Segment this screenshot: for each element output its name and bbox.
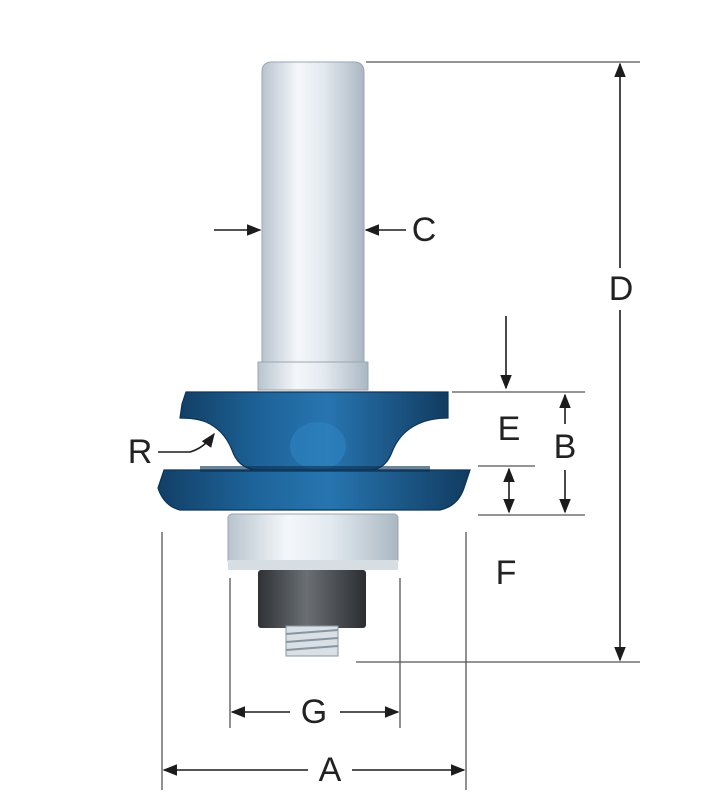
dim-r-leader (158, 432, 215, 453)
label-c: C (412, 211, 437, 249)
shank (261, 61, 365, 369)
dimension-lines (158, 62, 626, 776)
bearing-shadow (228, 560, 398, 570)
label-e: E (498, 410, 521, 448)
extension-lines (161, 61, 640, 790)
nut (258, 570, 366, 628)
cutter-hub (290, 422, 346, 470)
dimension-labels: C D E B R F G A (128, 211, 634, 789)
label-g: G (301, 693, 327, 731)
lower-cutter (157, 469, 471, 511)
label-r: R (128, 433, 153, 471)
screw-thread (285, 625, 339, 657)
router-bit (157, 61, 471, 657)
bearing (227, 513, 399, 565)
label-b: B (554, 428, 577, 466)
label-a: A (319, 751, 342, 789)
label-d: D (609, 270, 634, 308)
label-f: F (496, 554, 517, 592)
cutter-slot (200, 466, 430, 472)
shank-collar (257, 361, 369, 391)
